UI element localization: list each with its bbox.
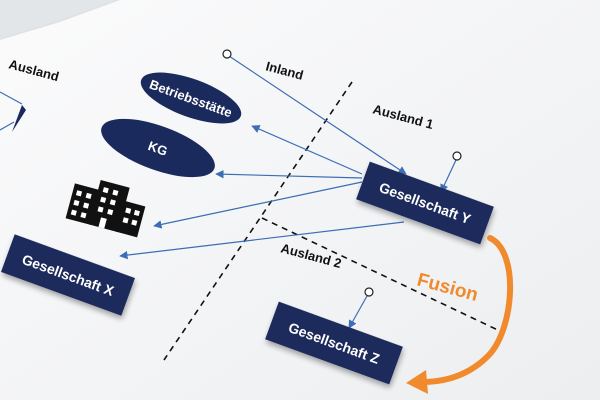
pin-circle-z [364,287,374,297]
arrow-y-to-gesellschaft-x [119,221,405,260]
arrow-y-to-betriebsstaette [251,125,363,175]
left-edge-shape [12,105,26,132]
pin-line-inland [228,55,407,175]
pin-line-y [440,159,457,193]
entity-kg: KG [101,118,215,178]
pin-line-z [348,295,368,329]
pin-circle-y [452,151,462,161]
left-edge-arrow-2 [0,121,15,131]
pin-circle-inland [222,49,232,59]
building-icon [65,179,146,238]
fusion-arrowhead [406,370,428,394]
entity-kg-label: KG [146,138,169,159]
arrow-y-to-kg [215,170,363,179]
border-inland-ausland [163,81,353,361]
left-edge-arrow [0,91,23,105]
fusion-arrow [419,235,514,385]
arrow-y-to-building [153,181,363,229]
border-ausland1-ausland2 [261,217,503,333]
